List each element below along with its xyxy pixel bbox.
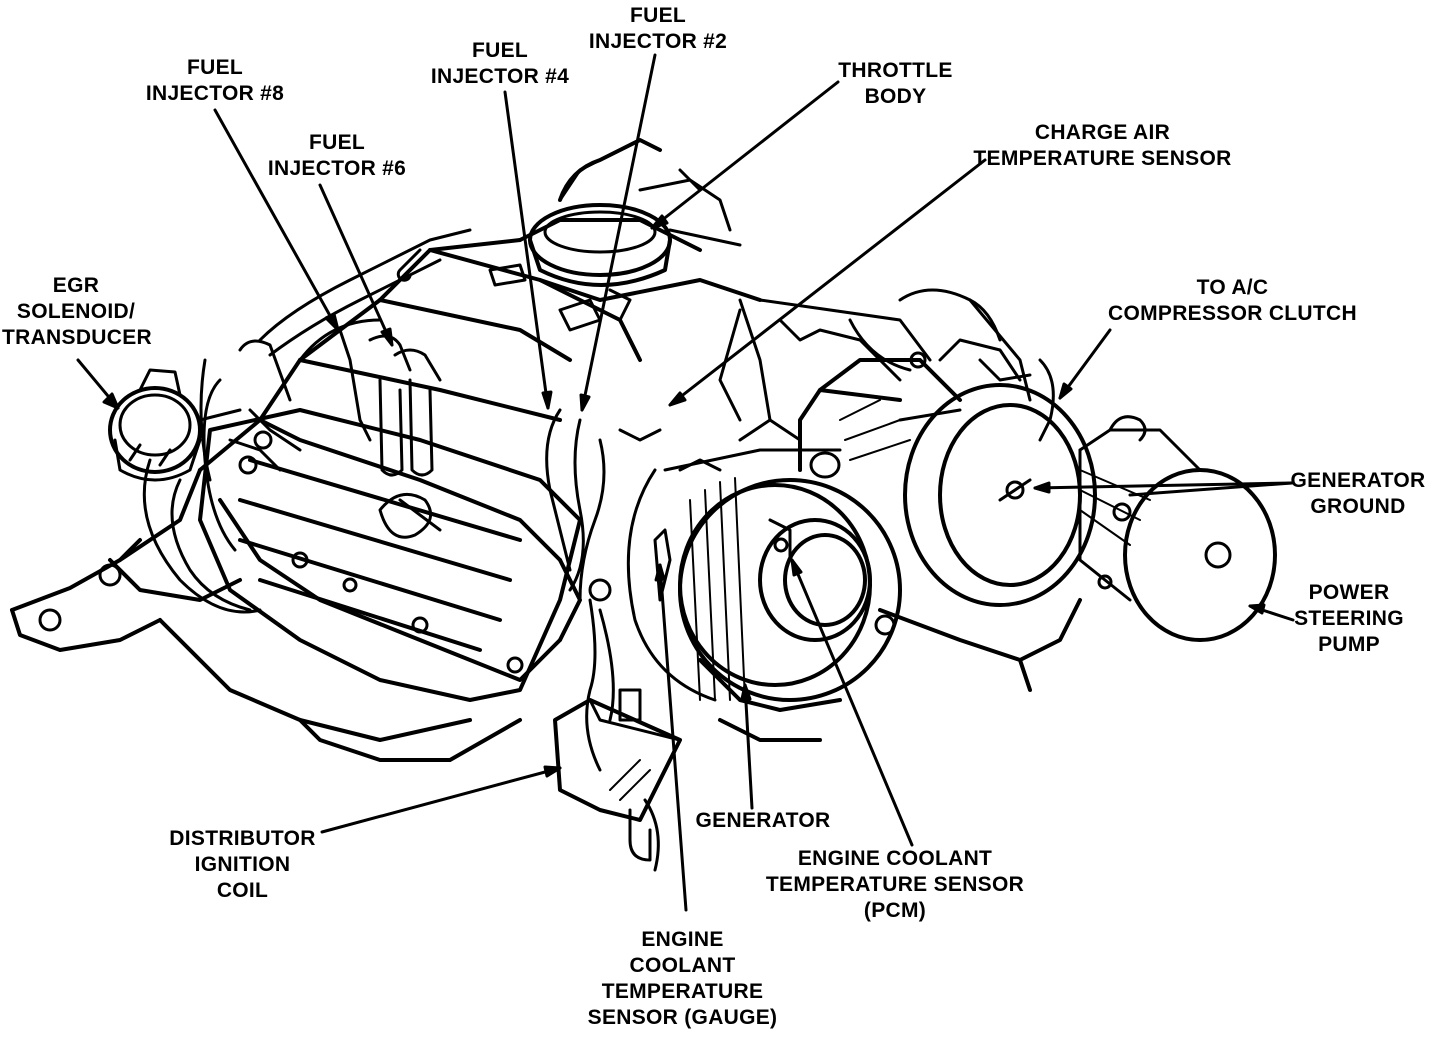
fuel-hoses xyxy=(258,228,1055,442)
leader-lines xyxy=(76,53,1295,912)
label-generator-ground: GENERATOR GROUND xyxy=(1290,469,1426,518)
label-charge-air-temperature-sensor: CHARGE AIR TEMPERATURE SENSOR xyxy=(973,121,1232,170)
label-fuel-injector-6: FUEL INJECTOR #6 xyxy=(267,131,407,180)
label-throttle-body: THROTTLE BODY xyxy=(838,59,953,108)
generator xyxy=(626,418,902,702)
label-fuel-injector-2: FUEL INJECTOR #2 xyxy=(588,4,728,53)
valve-cover xyxy=(198,408,582,702)
label-fuel-injector-4: FUEL INJECTOR #4 xyxy=(430,39,570,88)
egr-solenoid xyxy=(108,368,242,482)
power-steering-pump xyxy=(1078,415,1277,642)
label-engine-coolant-temperature-sensor-gauge: ENGINE COOLANT TEMPERATURE SENSOR (GAUGE… xyxy=(587,928,778,1029)
throttle-body xyxy=(488,138,742,332)
label-generator: GENERATOR xyxy=(695,809,831,832)
label-engine-coolant-temperature-sensor-pcm: ENGINE COOLANT TEMPERATURE SENSOR (PCM) xyxy=(765,847,1025,922)
label-power-steering-pump: POWER STEERING PUMP xyxy=(1294,581,1404,656)
ac-compressor xyxy=(798,338,1097,607)
label-distributor-ignition-coil: DISTRIBUTOR IGNITION COIL xyxy=(169,827,316,902)
label-to-ac-compressor-clutch: TO A/C COMPRESSOR CLUTCH xyxy=(1108,276,1357,325)
engine-block-outline xyxy=(10,218,1082,762)
label-fuel-injector-8: FUEL INJECTOR #8 xyxy=(145,56,285,105)
distributor-ignition-coil xyxy=(553,688,682,872)
label-egr-solenoid-transducer: EGR SOLENOID/ TRANSDUCER xyxy=(2,274,152,349)
